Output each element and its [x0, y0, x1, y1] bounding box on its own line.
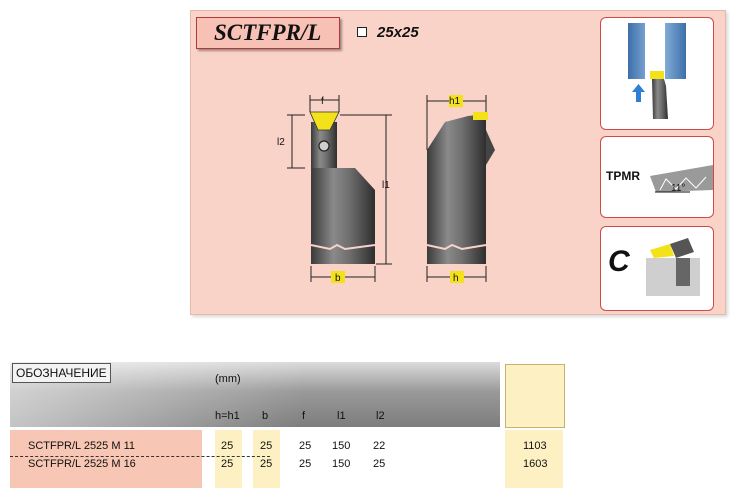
tool-title: SCTFPR/L: [214, 20, 322, 45]
row-insert: 1603: [523, 458, 548, 470]
shank-size: 25x25: [377, 24, 419, 41]
insert-header-box: [505, 364, 565, 428]
front-view: f l2 l1 b: [277, 95, 392, 284]
col-header-l1: l1: [337, 410, 346, 422]
dim-f: f: [321, 96, 324, 107]
dim-h1: h1: [449, 96, 461, 107]
row-code: SCTFPR/L 2525 M 16: [28, 458, 136, 470]
square-shank-icon: [357, 27, 367, 37]
dim-l1: l1: [382, 180, 390, 191]
row-insert: 1103: [523, 440, 547, 452]
side-view: h1 h: [426, 95, 495, 284]
row-h: 25: [221, 440, 234, 452]
column-b-highlight: [253, 430, 280, 488]
clearance-angle: 11°: [671, 183, 685, 194]
row-divider: [10, 456, 270, 457]
row-b: 25: [260, 440, 273, 452]
row-l1: 150: [332, 440, 351, 452]
designation-column: [10, 430, 202, 488]
insert-icon: 11°: [650, 165, 713, 194]
unit-label: (mm): [215, 373, 241, 385]
dim-b: b: [335, 273, 341, 284]
dim-l2: l2: [277, 137, 285, 148]
col-header-l2: l2: [376, 410, 385, 422]
row-l1: 150: [332, 458, 351, 470]
type-c-icon: [646, 238, 700, 296]
row-h: 25: [221, 458, 234, 470]
type-letter: C: [608, 245, 630, 278]
column-h-highlight: [215, 430, 242, 488]
row-code: SCTFPR/L 2525 M 11: [28, 440, 135, 452]
title-box: [196, 17, 340, 49]
col-header-b: b: [262, 410, 269, 422]
designation-label: ОБОЗНАЧЕНИЕ: [12, 363, 111, 383]
row-l2: 22: [373, 440, 386, 452]
dim-h: h: [453, 273, 459, 284]
col-header-f: f: [302, 410, 306, 422]
row-b: 25: [260, 458, 273, 470]
insert-code-label: TPMR: [606, 169, 640, 183]
row-l2: 25: [373, 458, 386, 470]
row-f: 25: [299, 458, 312, 470]
col-header-h: h=h1: [215, 410, 240, 422]
clamping-icon: [628, 23, 686, 119]
row-f: 25: [299, 440, 312, 452]
insert-column: [505, 430, 563, 488]
